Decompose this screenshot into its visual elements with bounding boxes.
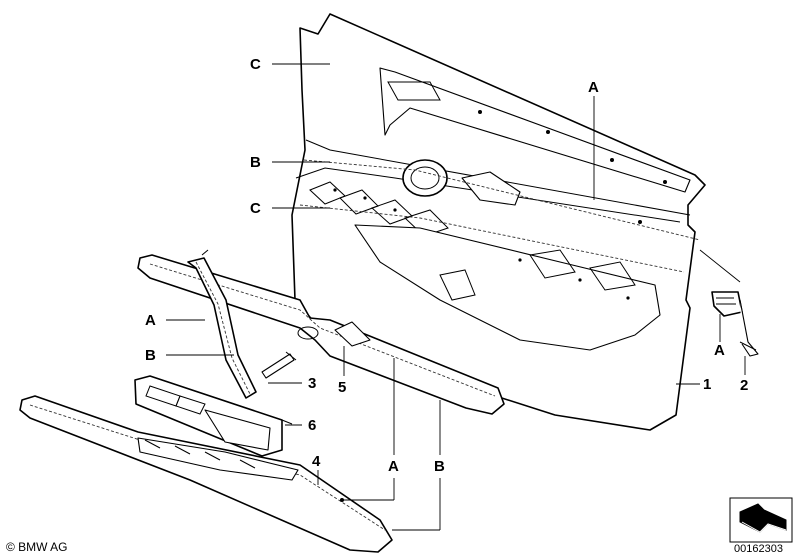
callout-a-clip: A <box>714 342 725 359</box>
orientation-arrow-icon <box>729 497 793 543</box>
callout-a-panel: A <box>588 79 599 96</box>
callout-5: 5 <box>338 379 346 396</box>
diagram-number: 00162303 <box>734 543 783 555</box>
callout-3: 3 <box>308 375 316 392</box>
callout-6: 6 <box>308 417 316 434</box>
leader-lines <box>166 63 746 531</box>
armrest-trim-strip <box>137 254 505 415</box>
pull-handle <box>187 249 257 399</box>
callout-4: 4 <box>312 453 321 470</box>
clip-bracket <box>711 291 759 357</box>
callout-c-mid: C <box>250 200 261 217</box>
callout-2: 2 <box>740 377 748 394</box>
callout-b-armrest: B <box>434 458 445 475</box>
callout-b-top: B <box>250 154 261 171</box>
door-trim-panel <box>291 13 706 431</box>
callout-a-handle: A <box>145 312 156 329</box>
callout-1: 1 <box>703 376 711 393</box>
callout-labels: C B C A A B 3 5 6 4 A B A 2 1 <box>145 56 748 475</box>
callout-a-armrest: A <box>388 458 399 475</box>
screw-pin <box>261 351 297 379</box>
callout-c-top: C <box>250 56 261 73</box>
copyright-text: © BMW AG <box>6 540 68 554</box>
callout-b-handle: B <box>145 347 156 364</box>
lower-armrest <box>19 395 393 553</box>
switch-block <box>134 375 293 457</box>
